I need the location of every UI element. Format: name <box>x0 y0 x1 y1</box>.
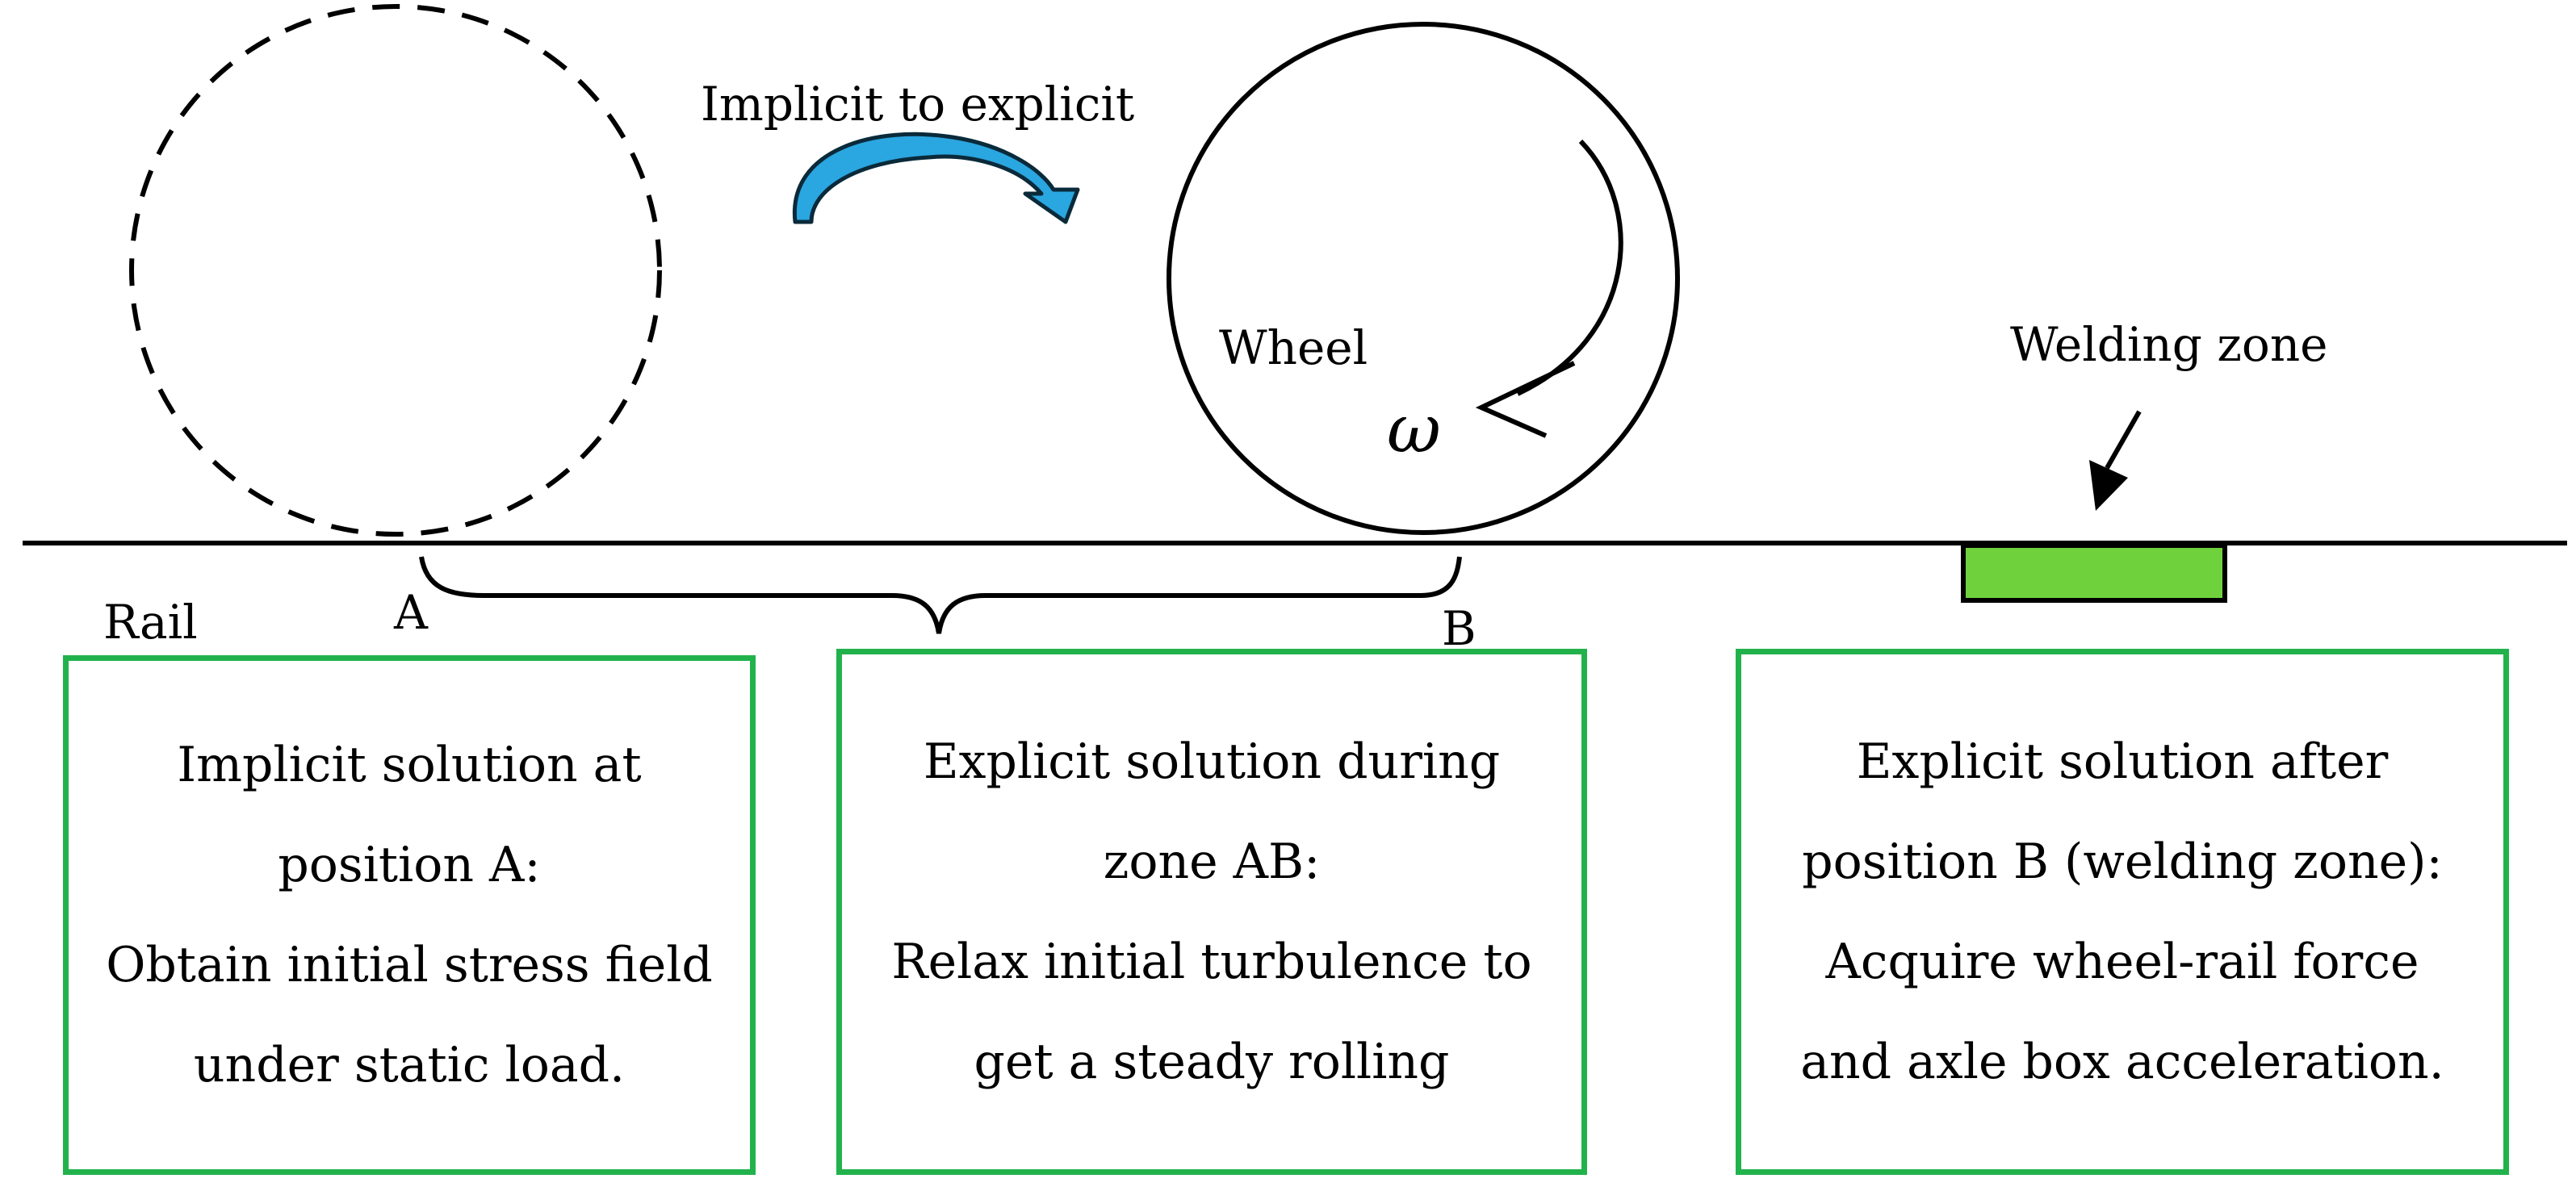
box-text-line: position A: <box>278 837 541 893</box>
zone-ab-brace <box>419 556 1462 634</box>
box-text-line: and axle box acceleration. <box>1800 1034 2444 1090</box>
rail-label: Rail <box>103 595 198 650</box>
welding-zone-rect <box>1961 543 2227 603</box>
box-text-line: under static load. <box>193 1037 626 1093</box>
box-text-line: Explicit solution after <box>1856 734 2389 790</box>
box-text-line: Implicit solution at <box>177 737 642 793</box>
box-text-line: zone AB: <box>1103 834 1321 890</box>
omega-symbol: ω <box>1387 391 1441 468</box>
box-text-line: position B (welding zone): <box>1802 834 2443 890</box>
box-text-line: get a steady rolling <box>974 1034 1450 1090</box>
rotation-arrow-icon <box>1516 139 1623 396</box>
box-text-line: Acquire wheel-rail force <box>1825 934 2419 990</box>
implicit-to-explicit-arrow-icon <box>792 132 1080 224</box>
box-text-line: Explicit solution during <box>923 734 1501 790</box>
point-a-label: A <box>394 585 428 640</box>
welding-zone-pointer-line <box>2105 410 2142 470</box>
implicit-to-explicit-label: Implicit to explicit <box>701 77 1135 132</box>
wheel-label: Wheel <box>1219 320 1368 375</box>
wheel-circle <box>1167 22 1680 535</box>
implicit-solution-box: Implicit solution at position A: Obtain … <box>63 655 756 1175</box>
point-b-label: B <box>1442 601 1476 656</box>
explicit-zone-ab-box: Explicit solution during zone AB: Relax … <box>836 649 1587 1175</box>
explicit-after-b-box: Explicit solution after position B (weld… <box>1736 649 2509 1175</box>
rotation-arrowhead-icon <box>1475 361 1576 438</box>
welding-zone-pointer-arrowhead-icon <box>2089 460 2128 511</box>
box-text-line: Obtain initial stress field <box>106 937 713 993</box>
welding-zone-label: Welding zone <box>2010 317 2328 372</box>
initial-wheel-dashed-circle <box>129 4 662 537</box>
box-text-line: Relax initial turbulence to <box>891 934 1532 990</box>
